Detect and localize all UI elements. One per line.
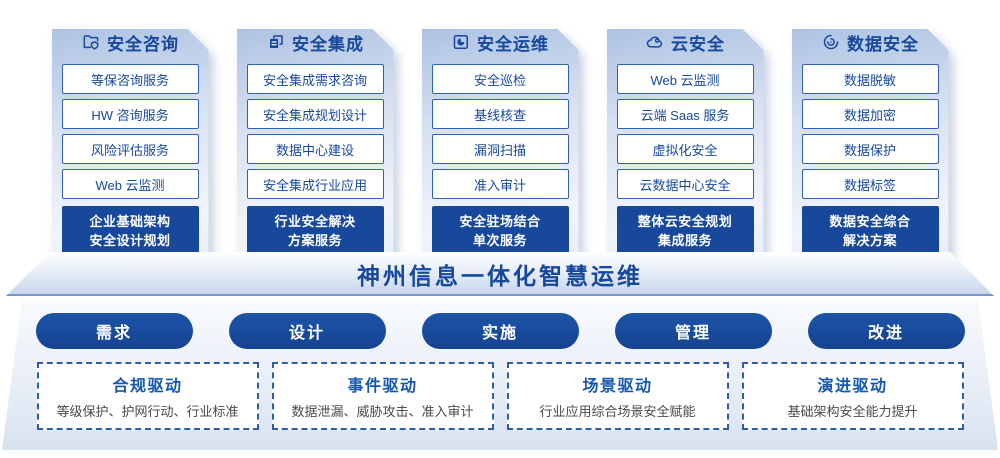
service-item: 基线核查 [432, 99, 569, 129]
driver-desc: 行业应用综合场景安全赋能 [539, 404, 696, 419]
card-header: 安全运维 [422, 29, 579, 55]
drivers-row: 合规驱动 等级保护、护网行动、行业标准 事件驱动 数据泄漏、威胁攻击、准入审计 … [0, 362, 1000, 430]
service-item: 准入审计 [432, 169, 569, 199]
card-highlight: 行业安全解决 方案服务 [247, 206, 384, 259]
card-data-security: 数据安全 数据脱敏 数据加密 数据保护 数据标签 数据安全综合 解决方案 [792, 10, 949, 267]
service-item: Web 云监测 [62, 169, 199, 199]
service-item: 云数据中心安全 [617, 169, 754, 199]
card-highlight: 安全驻场结合 单次服务 [432, 206, 569, 259]
service-item: HW 咨询服务 [62, 99, 199, 129]
driver-desc: 基础架构安全能力提升 [787, 404, 918, 419]
driver-scenario: 场景驱动 行业应用综合场景安全赋能 [506, 362, 729, 430]
driver-title: 合规驱动 [112, 378, 183, 395]
pill-requirements: 需求 [35, 313, 193, 349]
pill-implement: 实施 [421, 313, 579, 349]
card-title: 数据安全 [847, 34, 919, 54]
pill-design: 设计 [228, 313, 386, 349]
service-item: 数据中心建设 [247, 134, 384, 164]
card-header: 安全集成 [237, 29, 394, 55]
driver-desc: 数据泄漏、威胁攻击、准入审计 [291, 404, 474, 419]
service-item: 安全巡检 [432, 64, 569, 94]
service-item: 风险评估服务 [62, 134, 199, 164]
service-item: 数据保护 [802, 134, 939, 164]
driver-title: 事件驱动 [347, 378, 418, 395]
card-title: 安全运维 [477, 34, 549, 54]
service-item: 等保咨询服务 [62, 64, 199, 94]
service-item: 数据标签 [802, 169, 939, 199]
service-item: 虚拟化安全 [617, 134, 754, 164]
driver-evolution: 演进驱动 基础架构安全能力提升 [741, 362, 964, 430]
card-cloud-security: 云安全 Web 云监测 云端 Saas 服务 虚拟化安全 云数据中心安全 整体云… [607, 10, 764, 267]
folder-shield-icon [81, 32, 101, 52]
pill-manage: 管理 [614, 313, 772, 349]
card-security-operations: 安全运维 安全巡检 基线核查 漏洞扫描 准入审计 安全驻场结合 单次服务 [422, 10, 579, 267]
driver-title: 演进驱动 [817, 378, 888, 395]
card-title: 安全咨询 [107, 34, 179, 54]
card-highlight: 企业基础架构 安全设计规划 [62, 206, 199, 259]
pill-improve: 改进 [807, 313, 965, 349]
service-item: 数据脱敏 [802, 64, 939, 94]
service-item: 数据加密 [802, 99, 939, 129]
card-security-consulting: 安全咨询 等保咨询服务 HW 咨询服务 风险评估服务 Web 云监测 企业基础架… [52, 10, 209, 267]
card-security-integration: 安全集成 安全集成需求咨询 安全集成规划设计 数据中心建设 安全集成行业应用 行… [237, 10, 394, 267]
banner-title: 神州信息一体化智慧运维 [357, 263, 643, 289]
fingerprint-icon [821, 32, 841, 52]
card-header: 数据安全 [792, 29, 949, 55]
card-highlight: 整体云安全规划 集成服务 [617, 206, 754, 259]
service-cards-row: 安全咨询 等保咨询服务 HW 咨询服务 风险评估服务 Web 云监测 企业基础架… [0, 10, 1000, 267]
service-item: 云端 Saas 服务 [617, 99, 754, 129]
card-title: 安全集成 [292, 34, 364, 54]
card-highlight: 数据安全综合 解决方案 [802, 206, 939, 259]
service-item: 安全集成规划设计 [247, 99, 384, 129]
documents-icon [266, 32, 286, 52]
driver-incident: 事件驱动 数据泄漏、威胁攻击、准入审计 [271, 362, 494, 430]
driver-compliance: 合规驱动 等级保护、护网行动、行业标准 [36, 362, 259, 430]
pie-box-icon [451, 32, 471, 52]
card-header: 云安全 [607, 29, 764, 55]
driver-title: 场景驱动 [582, 378, 653, 395]
service-item: 安全集成行业应用 [247, 169, 384, 199]
platform-banner: 神州信息一体化智慧运维 [6, 252, 994, 296]
card-header: 安全咨询 [52, 29, 209, 55]
service-item: 漏洞扫描 [432, 134, 569, 164]
driver-desc: 等级保护、护网行动、行业标准 [56, 404, 239, 419]
service-item: Web 云监测 [617, 64, 754, 94]
card-title: 云安全 [671, 34, 725, 54]
service-item: 安全集成需求咨询 [247, 64, 384, 94]
process-pills-row: 需求 设计 实施 管理 改进 [0, 313, 1000, 349]
cloud-icon [645, 32, 665, 52]
